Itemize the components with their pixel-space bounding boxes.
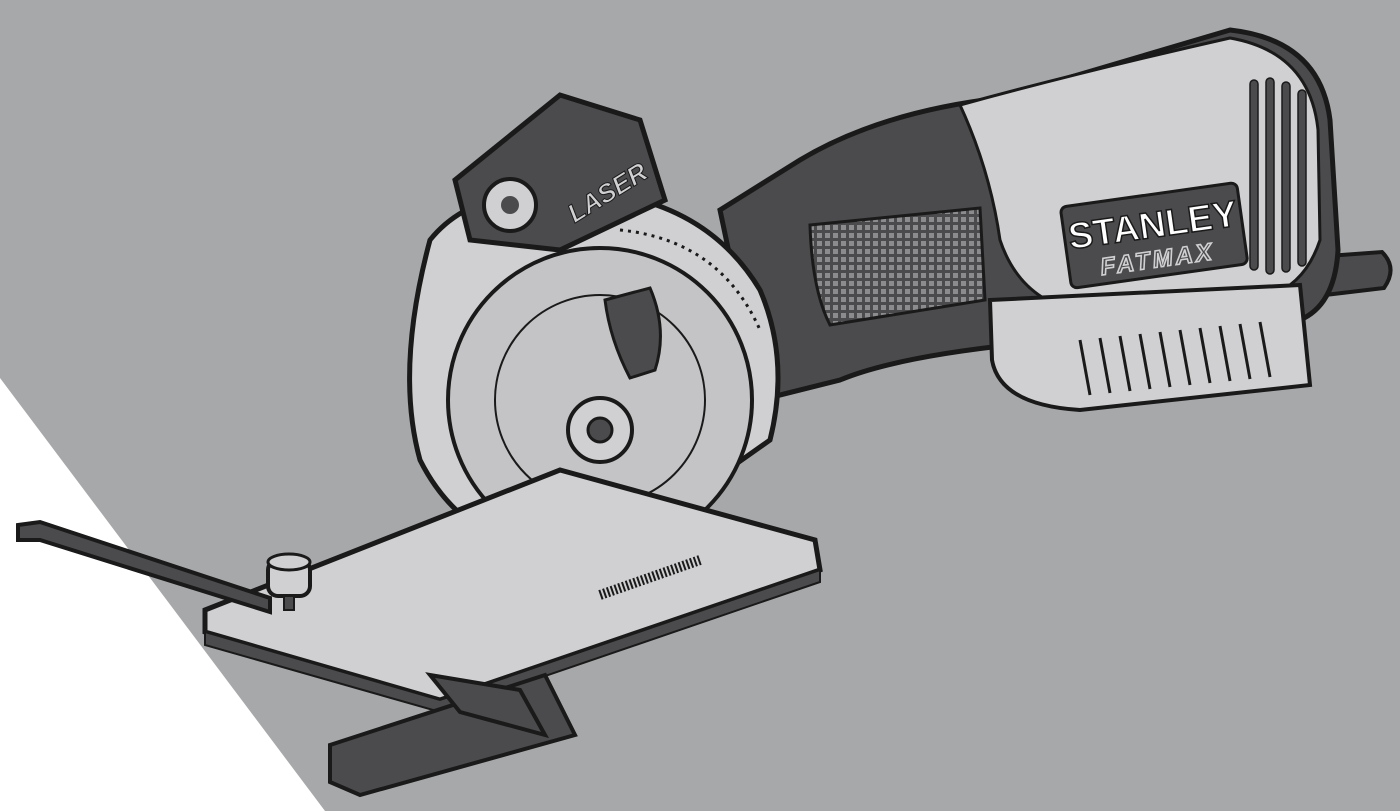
fence-lock-knob [266,552,312,611]
laser-lens-center [501,196,519,214]
light-panel [0,378,325,811]
brand-badge-plate [1059,181,1249,290]
arbor-bolt [586,416,614,444]
brand-badge: STANLEY FATMAX [1059,181,1249,290]
depth-lever [603,286,662,380]
vent-slots [1249,77,1307,275]
guide-fence-bar [425,672,550,739]
ribbed-foot [987,282,1313,413]
base-plate-edge [204,568,821,714]
foot-ribs [1078,321,1272,396]
grip-texture [808,206,987,327]
return-spring [598,555,702,600]
rip-fence-arm [16,519,272,615]
